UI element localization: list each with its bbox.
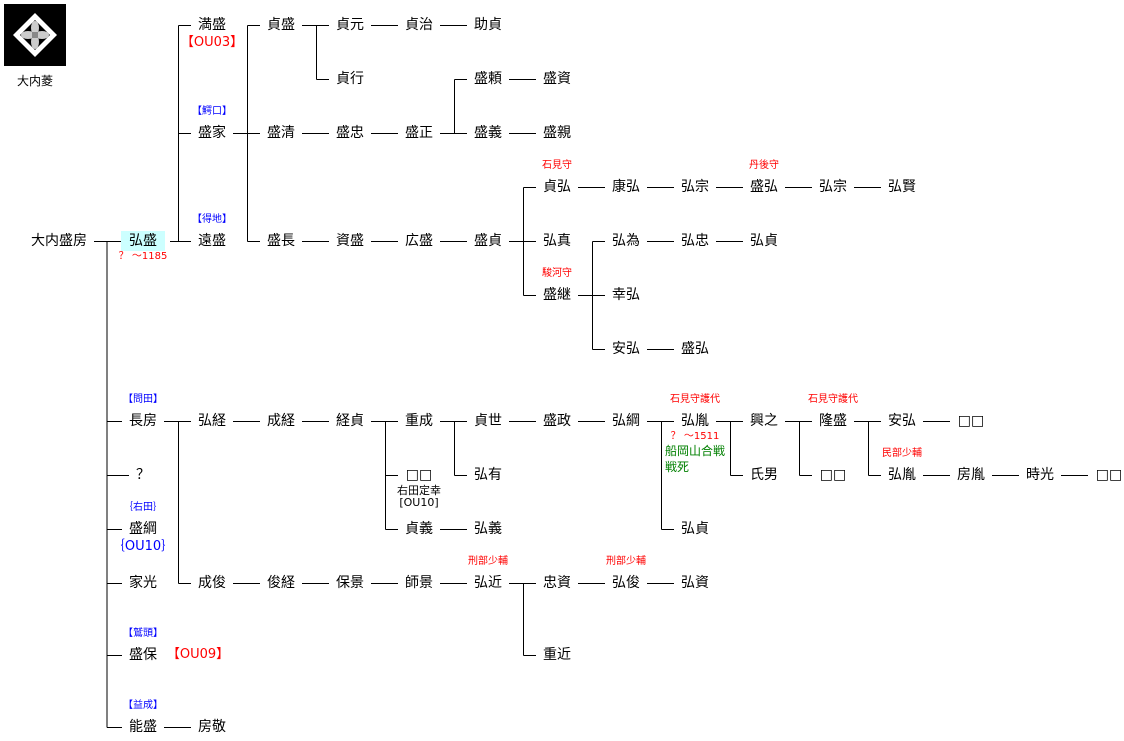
person-node[interactable]: 成俊	[198, 575, 226, 591]
person-node[interactable]: 師景	[405, 575, 433, 591]
person-node[interactable]: 房胤	[957, 467, 985, 483]
person-node[interactable]: 盛家	[198, 125, 226, 141]
person-node[interactable]: 広盛	[405, 233, 433, 249]
person-node[interactable]: 隆盛	[819, 413, 847, 429]
title-annotation: 石見守護代	[670, 394, 720, 405]
title-annotation: 駿河守	[542, 268, 572, 279]
note-annotation: ｛OU10｝	[111, 539, 175, 554]
person-node[interactable]: 長房	[129, 413, 157, 429]
person-node[interactable]: 盛政	[543, 413, 571, 429]
person-node[interactable]: 助貞	[474, 17, 502, 33]
person-node[interactable]: 弘宗	[681, 179, 709, 195]
note-annotation: 【OU03】	[180, 35, 244, 50]
person-node[interactable]: 忠資	[543, 575, 571, 591]
title-annotation: 丹後守	[749, 160, 779, 171]
person-node[interactable]: 遠盛	[198, 233, 226, 249]
title-annotation: 【得地】	[192, 214, 232, 225]
note-annotation: 右田定幸 [OU10]	[397, 484, 441, 509]
title-annotation: 民部少輔	[882, 448, 922, 459]
person-node[interactable]: 弘忠	[681, 233, 709, 249]
person-node[interactable]: 貞元	[336, 17, 364, 33]
person-node[interactable]: 成経	[267, 413, 295, 429]
person-node[interactable]: 弘義	[474, 521, 502, 537]
person-node[interactable]: 弘資	[681, 575, 709, 591]
title-annotation: 【鰐口】	[192, 106, 232, 117]
person-node[interactable]: 盛忠	[336, 125, 364, 141]
person-node[interactable]: □□	[957, 413, 985, 429]
ouchi-bishi-crest-icon	[4, 4, 66, 66]
title-annotation: 【益成】	[123, 700, 163, 711]
person-node[interactable]: 盛親	[543, 125, 571, 141]
note-annotation: ？ ～1185	[118, 251, 168, 262]
person-node[interactable]: 満盛	[198, 17, 226, 33]
person-node[interactable]: □□	[405, 467, 433, 483]
title-annotation: 刑部少輔	[468, 556, 508, 567]
person-node[interactable]: 盛継	[543, 287, 571, 303]
person-node[interactable]: 資盛	[336, 233, 364, 249]
logo-caption: 大内菱	[16, 74, 54, 88]
person-node[interactable]: 幸弘	[612, 287, 640, 303]
person-node[interactable]: 経貞	[336, 413, 364, 429]
death-note: 船岡山合戦 戦死	[664, 444, 726, 474]
person-node[interactable]: 貞義	[405, 521, 433, 537]
person-node[interactable]: 貞弘	[543, 179, 571, 195]
person-node[interactable]: 弘貞	[681, 521, 709, 537]
person-node[interactable]: 弘胤	[888, 467, 916, 483]
person-node[interactable]: 弘綱	[612, 413, 640, 429]
person-node[interactable]: 能盛	[129, 719, 157, 735]
person-node[interactable]: 家光	[129, 575, 157, 591]
person-node[interactable]: 盛義	[474, 125, 502, 141]
person-node[interactable]: 弘盛	[121, 231, 165, 251]
title-annotation: 石見守護代	[808, 394, 858, 405]
person-node[interactable]: 貞行	[336, 71, 364, 87]
person-node[interactable]: ？	[136, 467, 150, 483]
person-node[interactable]: 弘近	[474, 575, 502, 591]
person-node[interactable]: 房敬	[198, 719, 226, 735]
person-node[interactable]: 盛頼	[474, 71, 502, 87]
person-node[interactable]: 時光	[1026, 467, 1054, 483]
person-node[interactable]: 安弘	[888, 413, 916, 429]
person-node[interactable]: 康弘	[612, 179, 640, 195]
person-node[interactable]: 盛弘	[750, 179, 778, 195]
person-node[interactable]: □□	[1095, 467, 1123, 483]
person-node[interactable]: 弘有	[474, 467, 502, 483]
person-node[interactable]: 貞世	[474, 413, 502, 429]
person-node[interactable]: 盛資	[543, 71, 571, 87]
person-node[interactable]: 俊経	[267, 575, 295, 591]
title-annotation: 刑部少輔	[606, 556, 646, 567]
person-node[interactable]: 盛綱	[129, 521, 157, 537]
person-node[interactable]: 興之	[750, 413, 778, 429]
person-node[interactable]: 盛清	[267, 125, 295, 141]
person-node[interactable]: 氏男	[750, 467, 778, 483]
title-annotation: ｛右田｝	[123, 502, 163, 513]
person-node[interactable]: 盛貞	[474, 233, 502, 249]
person-node[interactable]: 盛正	[405, 125, 433, 141]
person-node[interactable]: 弘真	[543, 233, 571, 249]
person-node[interactable]: 重成	[405, 413, 433, 429]
person-node[interactable]: 盛長	[267, 233, 295, 249]
person-node[interactable]: 貞治	[405, 17, 433, 33]
person-node[interactable]: □□	[819, 467, 847, 483]
note-annotation: ？ ～1511	[670, 431, 720, 442]
person-node[interactable]: 弘胤	[681, 413, 709, 429]
person-node[interactable]: 大内盛房	[31, 233, 87, 249]
person-node[interactable]: 弘経	[198, 413, 226, 429]
title-annotation: 【鷲頭】	[123, 628, 163, 639]
code-annotation: 【OU09】	[166, 647, 230, 662]
person-node[interactable]: 保景	[336, 575, 364, 591]
person-node[interactable]: 弘俊	[612, 575, 640, 591]
person-node[interactable]: 貞盛	[267, 17, 295, 33]
person-node[interactable]: 重近	[543, 647, 571, 663]
person-node[interactable]: 弘賢	[888, 179, 916, 195]
person-node[interactable]: 弘為	[612, 233, 640, 249]
title-annotation: 石見守	[542, 160, 572, 171]
person-node[interactable]: 盛弘	[681, 341, 709, 357]
person-node[interactable]: 弘貞	[750, 233, 778, 249]
person-node[interactable]: 盛保	[129, 647, 157, 663]
person-node[interactable]: 弘宗	[819, 179, 847, 195]
title-annotation: 【問田】	[123, 394, 163, 405]
person-node[interactable]: 安弘	[612, 341, 640, 357]
